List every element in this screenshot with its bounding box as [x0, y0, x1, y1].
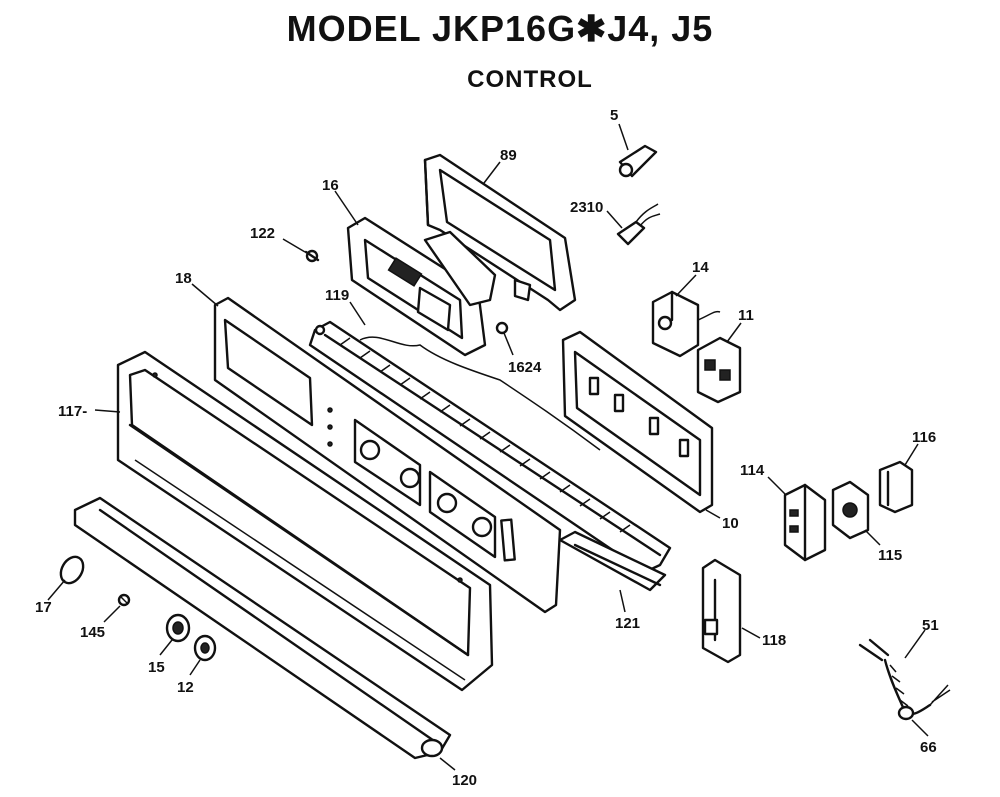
callout-17: 17 [35, 599, 52, 616]
callout-5: 5 [610, 107, 618, 124]
callout-122: 122 [250, 225, 275, 242]
part-118-bracket [701, 558, 742, 664]
part-121-strip [558, 530, 667, 592]
part-5-component [618, 144, 658, 178]
part-18-back-plate [213, 296, 562, 614]
callout-89: 89 [500, 147, 517, 164]
callout-115: 115 [878, 547, 902, 564]
callout-117: 117- [58, 403, 87, 420]
part-15-knob [165, 613, 191, 643]
callout-2310: 2310 [570, 199, 603, 216]
part-145-screw [117, 593, 131, 607]
part-116-component [878, 460, 914, 514]
callout-66: 66 [920, 739, 937, 756]
callout-15: 15 [148, 659, 165, 676]
callout-1624: 1624 [508, 359, 542, 376]
part-14-relay [651, 290, 721, 358]
part-122-screw [304, 249, 320, 263]
part-51-66-wire-harness [858, 638, 951, 721]
callout-10: 10 [722, 515, 739, 532]
part-115-component [831, 480, 870, 540]
callout-labels: 5 89 2310 16 122 18 14 11 119 1624 117- … [35, 107, 939, 789]
part-2310-component [616, 203, 661, 246]
part-17-knob [59, 555, 85, 585]
callout-14: 14 [692, 259, 709, 276]
part-11-switch-block [696, 336, 742, 404]
diagram-subtitle: CONTROL [467, 66, 593, 93]
callout-51: 51 [922, 617, 939, 634]
callout-12: 12 [177, 679, 194, 696]
part-1624-screw [495, 321, 509, 335]
part-120-trim [73, 496, 452, 760]
part-10-side-bracket [561, 330, 714, 514]
callout-118: 118 [762, 632, 786, 649]
part-117-front-panel [116, 350, 494, 692]
callout-120: 120 [452, 772, 477, 789]
callout-119: 119 [325, 287, 349, 304]
part-114-component [783, 483, 827, 562]
part-12-knob [193, 634, 217, 662]
part-119-terminal-strip [308, 320, 672, 574]
callout-114: 114 [740, 462, 765, 479]
callout-18: 18 [175, 270, 192, 287]
callout-121: 121 [615, 615, 640, 632]
callout-16: 16 [322, 177, 339, 194]
callout-11: 11 [738, 307, 754, 324]
part-89-bracket [423, 153, 577, 312]
diagram-title: MODEL JKP16G✱J4, J5 [286, 8, 714, 49]
part-16-clock-housing [346, 216, 497, 357]
callout-116: 116 [912, 429, 936, 446]
callout-145: 145 [80, 624, 105, 641]
leader-lines [47, 123, 929, 771]
